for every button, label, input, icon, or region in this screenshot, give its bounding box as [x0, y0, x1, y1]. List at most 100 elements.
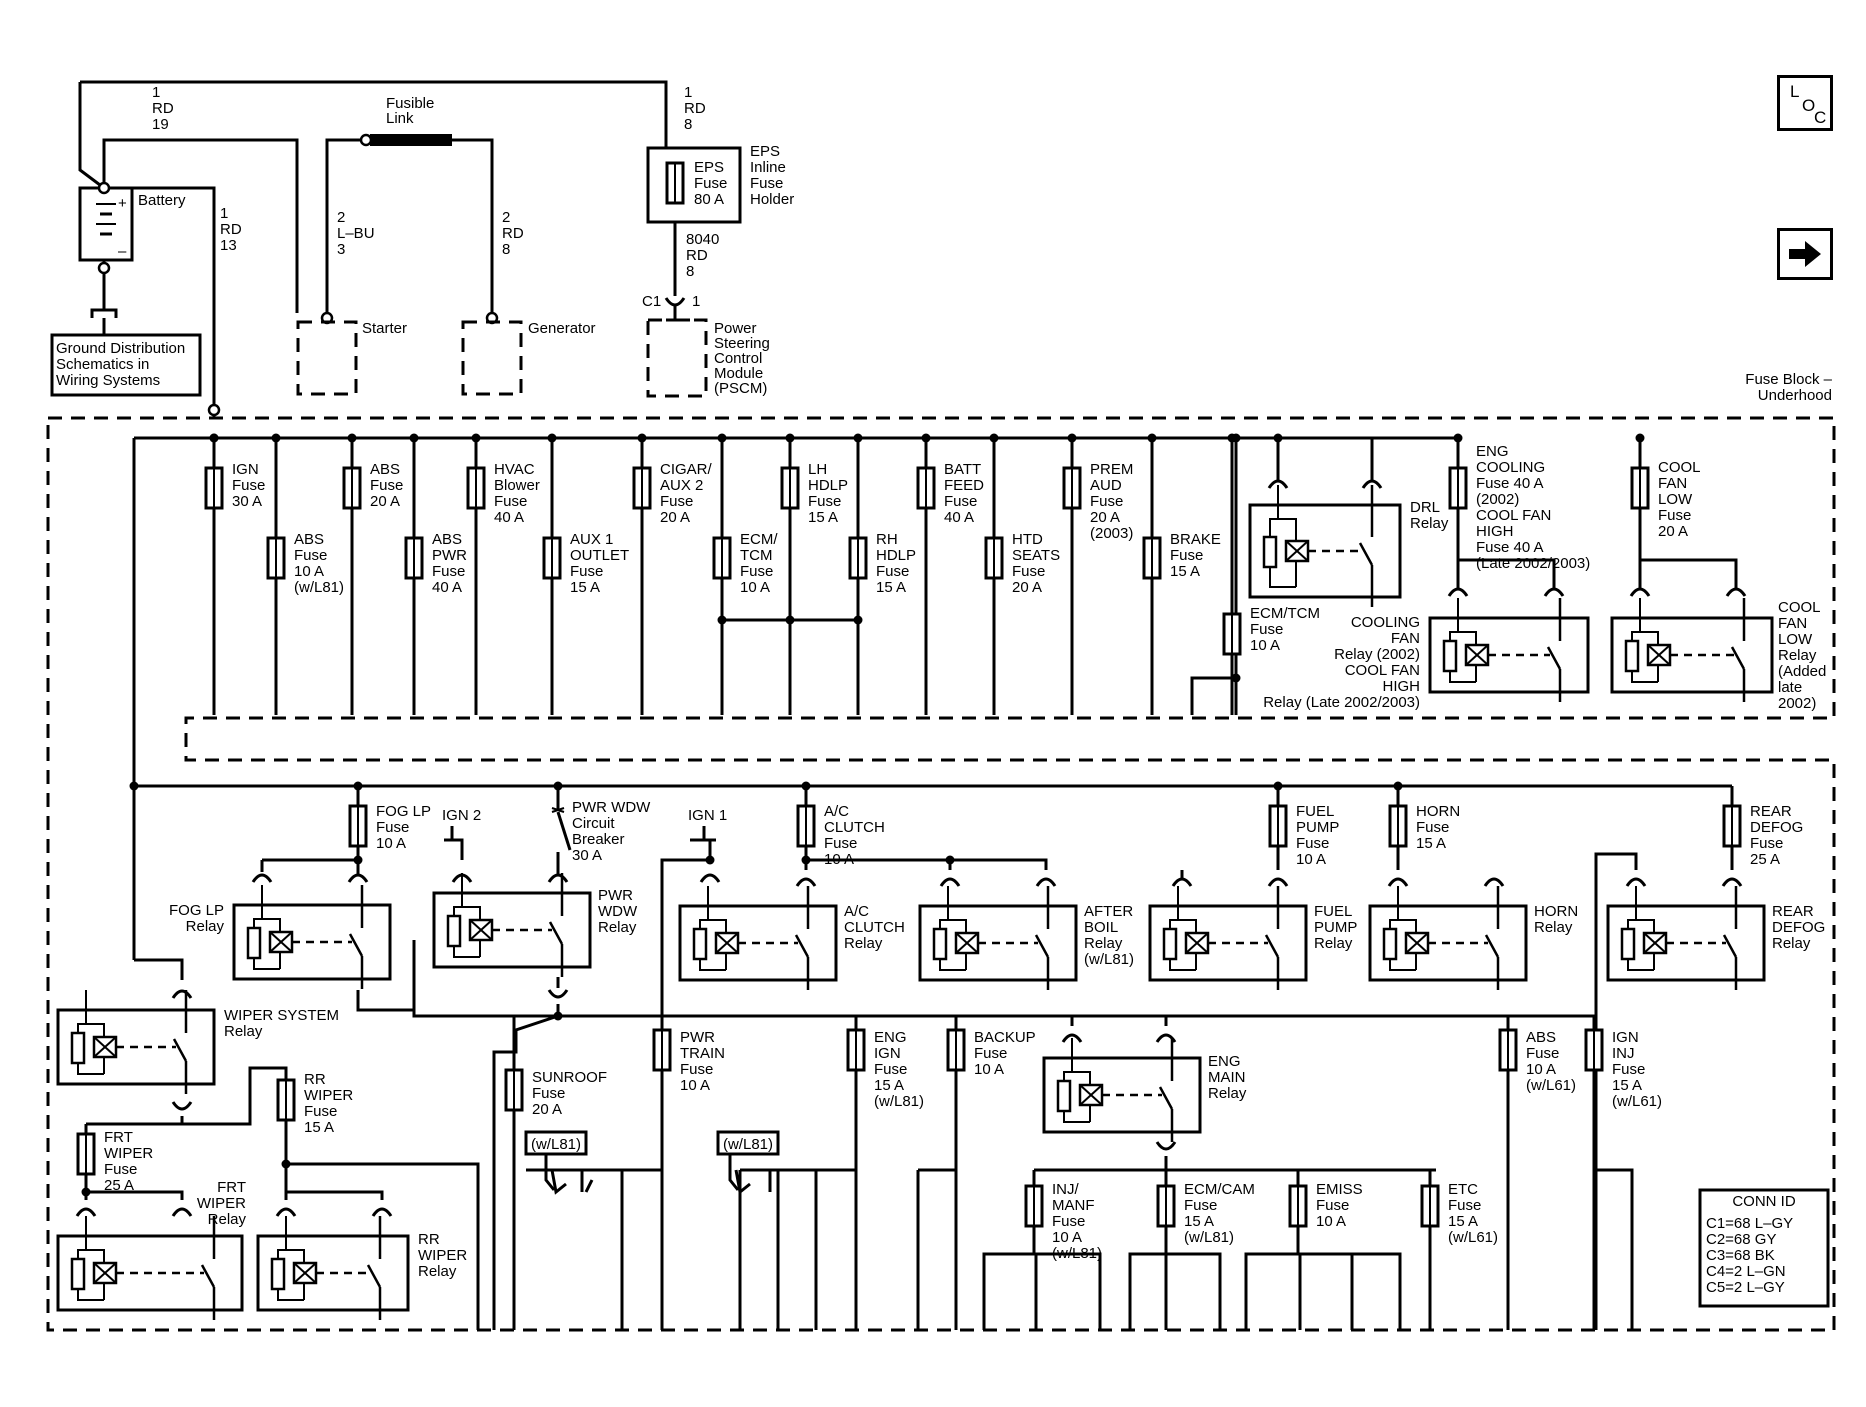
relay-coil-x	[269, 931, 293, 953]
connector-terminal	[547, 989, 569, 999]
relay-coil-wire	[700, 919, 727, 933]
battery-label: Battery	[138, 192, 186, 209]
relay-resistor	[932, 927, 948, 961]
splice-dot	[553, 781, 563, 791]
ground-distribution-box	[50, 333, 202, 397]
splice-dot	[547, 433, 557, 443]
connector-terminal	[251, 873, 273, 883]
relay-coil-wire	[1064, 1071, 1091, 1085]
relay-switch-blade	[172, 1038, 188, 1062]
relay-switch-blade	[200, 1264, 216, 1288]
relay-resistor	[1056, 1079, 1072, 1113]
terminal-ring	[207, 403, 221, 417]
splice-dot	[209, 433, 219, 443]
splice-dot	[347, 433, 357, 443]
wire	[550, 1169, 567, 1195]
loc-letter-o: O	[1802, 96, 1816, 115]
wire	[722, 618, 792, 715]
relay-coil-x	[955, 932, 979, 954]
generator-label: Generator	[528, 320, 596, 337]
relay-coil-wire	[253, 958, 280, 970]
relay-coil-wire	[1631, 671, 1658, 683]
wire	[556, 811, 572, 851]
relay-coil-x	[93, 1036, 117, 1058]
splice-dot	[1067, 433, 1077, 443]
relay-resistor	[1442, 639, 1458, 673]
wire	[1640, 558, 1738, 590]
terminal-ring	[97, 181, 111, 195]
connector-terminal	[1543, 587, 1565, 597]
splice-dot	[921, 433, 931, 443]
relay-switch-blade	[548, 921, 564, 945]
connector-c1-label: C1	[642, 293, 661, 310]
splice-dot	[1273, 433, 1283, 443]
relay-coil-wire	[940, 919, 967, 933]
connector-terminal	[1629, 587, 1651, 597]
wire	[1190, 676, 1236, 715]
relay-coil-x	[1647, 644, 1671, 666]
splice-dot	[129, 781, 139, 791]
relay-coil-x	[1643, 932, 1667, 954]
relay-resistor	[692, 927, 708, 961]
relay-coil-x	[1465, 644, 1489, 666]
connector-terminal	[1625, 877, 1647, 887]
relay-coil-wire	[1170, 919, 1197, 933]
splice-dot	[271, 433, 281, 443]
relay-switch-blade	[1158, 1086, 1174, 1110]
splice-dot	[1273, 781, 1283, 791]
relay-switch-blade	[1034, 934, 1050, 958]
location-button[interactable]: L O C	[1777, 75, 1833, 131]
wire	[492, 1014, 559, 1330]
next-page-button[interactable]	[1777, 228, 1833, 280]
wire	[544, 1154, 556, 1191]
circuit-breaker-mark	[551, 807, 565, 813]
wire	[286, 1162, 480, 1330]
connector-terminal	[664, 297, 686, 307]
wire	[950, 858, 1048, 870]
relay-coil-x	[1285, 540, 1309, 562]
relay-resistor	[1624, 639, 1640, 673]
connector-terminal	[1267, 479, 1289, 489]
relay-switch-blade	[1722, 934, 1738, 958]
wire	[982, 1252, 1102, 1330]
loc-letter-c: C	[1814, 108, 1827, 127]
splice-dot	[553, 1011, 563, 1021]
wire	[1458, 558, 1556, 590]
wire	[90, 308, 118, 318]
conn-id-title: CONN ID	[1732, 1193, 1796, 1210]
wire	[1594, 852, 1638, 1330]
wire	[1244, 1252, 1402, 1330]
splice-dot	[353, 855, 363, 865]
connector-terminal	[1035, 877, 1057, 887]
splice-dot	[945, 855, 955, 865]
relay-coil-wire	[453, 946, 480, 958]
relay-coil-wire	[1389, 959, 1416, 971]
splice-dot	[785, 615, 795, 625]
splice-dot	[637, 433, 647, 443]
wire	[46, 416, 1836, 1332]
relay-coil-wire	[1632, 631, 1659, 645]
connector-terminal	[171, 989, 193, 999]
